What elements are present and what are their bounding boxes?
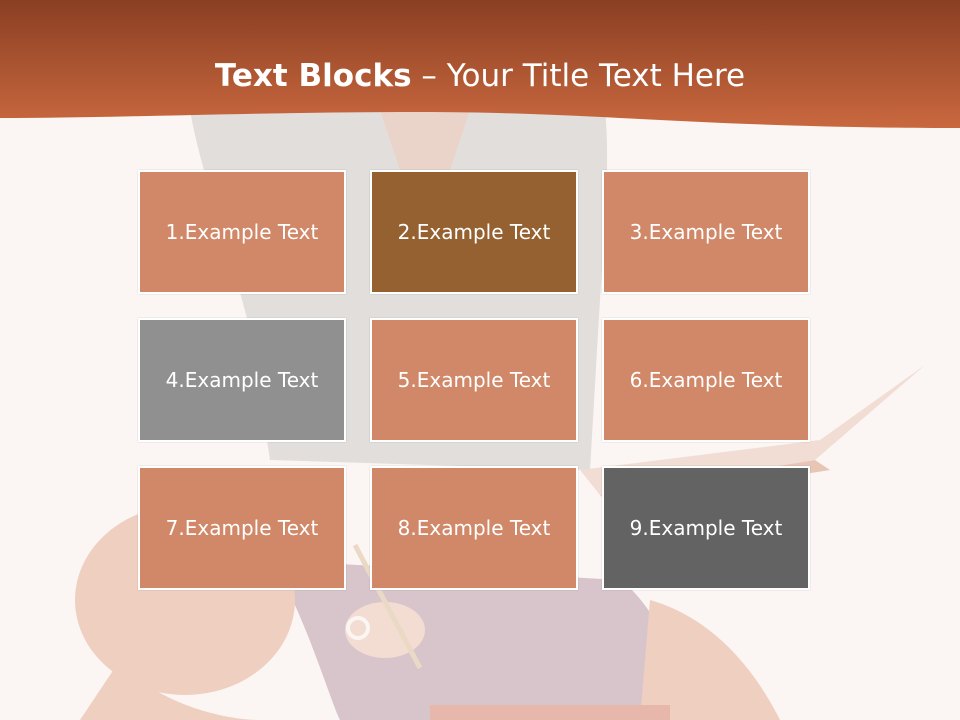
text-block-3[interactable]: 3.Example Text <box>602 170 810 294</box>
text-block-label: 7.Example Text <box>165 516 319 540</box>
page-title: Text Blocks – Your Title Text Here <box>0 54 960 98</box>
text-block-8[interactable]: 8.Example Text <box>370 466 578 590</box>
title-rest: Your Title Text Here <box>446 58 746 94</box>
text-block-label: 9.Example Text <box>629 516 783 540</box>
text-block-7[interactable]: 7.Example Text <box>138 466 346 590</box>
text-block-2[interactable]: 2.Example Text <box>370 170 578 294</box>
text-block-4[interactable]: 4.Example Text <box>138 318 346 442</box>
header-band <box>0 0 960 128</box>
text-block-9[interactable]: 9.Example Text <box>602 466 810 590</box>
text-block-label: 6.Example Text <box>629 368 783 392</box>
text-block-label: 2.Example Text <box>397 220 551 244</box>
text-block-label: 1.Example Text <box>165 220 319 244</box>
text-block-label: 4.Example Text <box>165 368 319 392</box>
text-block-6[interactable]: 6.Example Text <box>602 318 810 442</box>
text-block-grid: 1.Example Text 2.Example Text 3.Example … <box>138 170 815 594</box>
text-block-1[interactable]: 1.Example Text <box>138 170 346 294</box>
text-block-label: 8.Example Text <box>397 516 551 540</box>
text-block-label: 5.Example Text <box>397 368 551 392</box>
text-block-5[interactable]: 5.Example Text <box>370 318 578 442</box>
text-block-label: 3.Example Text <box>629 220 783 244</box>
title-separator: – <box>411 58 447 94</box>
title-bold-part: Text Blocks <box>214 58 412 94</box>
